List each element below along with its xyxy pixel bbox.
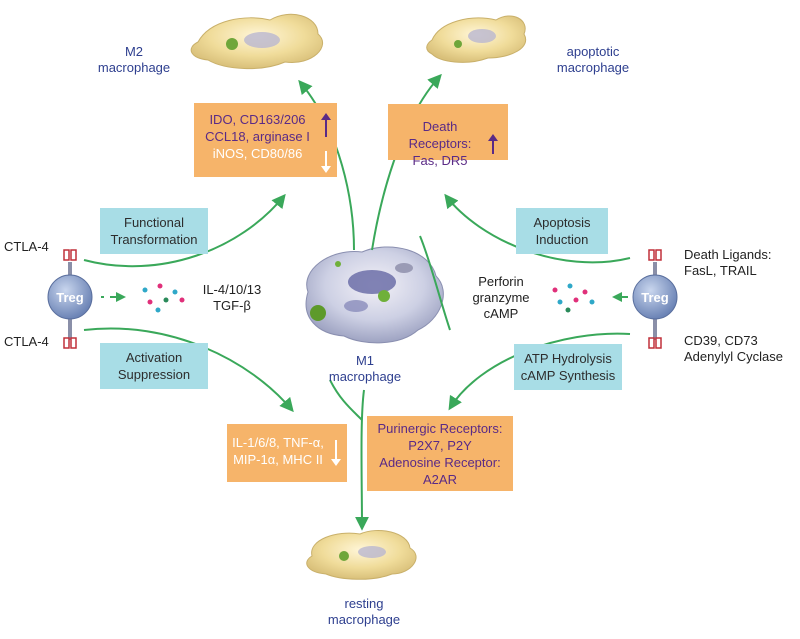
arrow-m1-to-apoptotic [371,73,442,251]
m1-macrophage-label: M1 macrophage [325,353,405,385]
m2-macrophage-label: M2 macrophage [94,44,174,76]
m1-label-line2: macrophage [328,369,402,384]
receptor-icon [648,249,662,261]
resting-marker-box: IL-1/6/8, TNF-α, MIP-1α, MHC II [227,424,347,482]
apoptosis-induction-line1: Apoptosis [533,215,591,230]
perforin-label: Perforin granzyme cAMP [466,274,536,322]
atp-line2: cAMP Synthesis [520,368,616,383]
activation-suppression-box: Activation Suppression [100,343,208,389]
apoptotic-label-line1: apoptotic [566,44,620,59]
left-treg-cell [47,249,93,349]
m2-box-line1: IDO, CD163/206 [209,112,306,127]
death-receptor-line1: Death Receptors: [408,119,472,151]
purinergic-line3: Adenosine Receptor: [379,455,501,470]
perforin-line3: cAMP [483,306,519,321]
m1-label-line1: M1 [355,353,375,368]
apoptotic-macrophage-label: apoptotic macrophage [548,44,638,76]
resting-label-line2: macrophage [327,612,401,627]
resting-label-line1: resting [344,596,384,611]
atp-hydrolysis-box: ATP Hydrolysis cAMP Synthesis [514,344,622,390]
functional-transformation-box: Functional Transformation [100,208,208,254]
right-treg-cell [632,249,678,349]
m1-macrophage-cell-icon [305,246,444,344]
purinergic-line4: A2AR [423,472,457,487]
arrow-m1-to-m2 [298,79,355,251]
resting-box-line2: MIP-1α, MHC II [233,452,323,467]
cytokine-line1: IL-4/10/13 [202,282,262,297]
right-treg-label: Treg [641,290,669,305]
cd39-label: CD39, CD73 Adenylyl Cyclase [684,333,796,365]
activation-line2: Suppression [117,367,191,382]
purinergic-line1: Purinergic Receptors: [377,421,503,436]
m2-macrophage-cell-icon [190,13,324,69]
apoptosis-induction-box: Apoptosis Induction [516,208,608,254]
apoptotic-label-line2: macrophage [556,60,630,75]
perforin-line2: granzyme [472,290,530,305]
resting-macrophage-cell-icon [306,530,417,580]
purinergic-receptor-box: Purinergic Receptors: P2X7, P2Y Adenosin… [367,416,513,491]
ctla4-top-label: CTLA-4 [4,239,49,254]
cd39-line1: CD39, CD73 [684,333,758,348]
m2-box-line3: iNOS, CD80/86 [212,146,303,161]
death-receptor-line2: Fas, DR5 [412,153,468,168]
m2-marker-box: IDO, CD163/206 CCL18, arginase I iNOS, C… [194,103,337,177]
left-treg-label: Treg [56,290,84,305]
perforin-line1: Perforin [478,274,524,289]
cytokine-dots-icon [142,283,185,313]
purinergic-line2: P2X7, P2Y [408,438,472,453]
m2-label-line2: macrophage [97,60,171,75]
down-arrow-icon [321,151,331,173]
cytokine-dots-icon [552,283,595,313]
functional-line1: Functional [124,215,184,230]
death-receptor-box: Death Receptors: Fas, DR5 [388,104,508,168]
ctla4-bottom-label: CTLA-4 [4,334,49,349]
up-arrow-icon [321,113,331,137]
functional-line2: Transformation [110,232,198,247]
down-arrow-icon [331,440,341,466]
resting-macrophage-label: resting macrophage [324,596,404,628]
m2-label-line1: M2 [124,44,144,59]
m2-box-line2: CCL18, arginase I [205,129,310,144]
arrow-m1-to-resting [354,389,369,531]
cd39-line2: Adenylyl Cyclase [684,349,783,364]
receptor-icon [63,249,77,261]
arrow-functional-transformation [83,193,286,268]
atp-line1: ATP Hydrolysis [524,351,612,366]
resting-box-line1: IL-1/6/8, TNF-α, [232,435,324,450]
death-ligands-line2: FasL, TRAIL [684,263,757,278]
death-ligands-label: Death Ligands: FasL, TRAIL [684,247,794,279]
apoptotic-macrophage-cell-icon [426,15,527,63]
cytokine-label: IL-4/10/13 TGF-β [194,282,270,314]
death-ligands-line1: Death Ligands: [684,247,772,262]
receptor-icon [63,337,77,349]
cytokine-line2: TGF-β [213,298,251,313]
receptor-icon [648,337,662,349]
up-arrow-icon [488,134,498,154]
apoptosis-induction-line2: Induction [535,232,589,247]
activation-line1: Activation [125,350,183,365]
